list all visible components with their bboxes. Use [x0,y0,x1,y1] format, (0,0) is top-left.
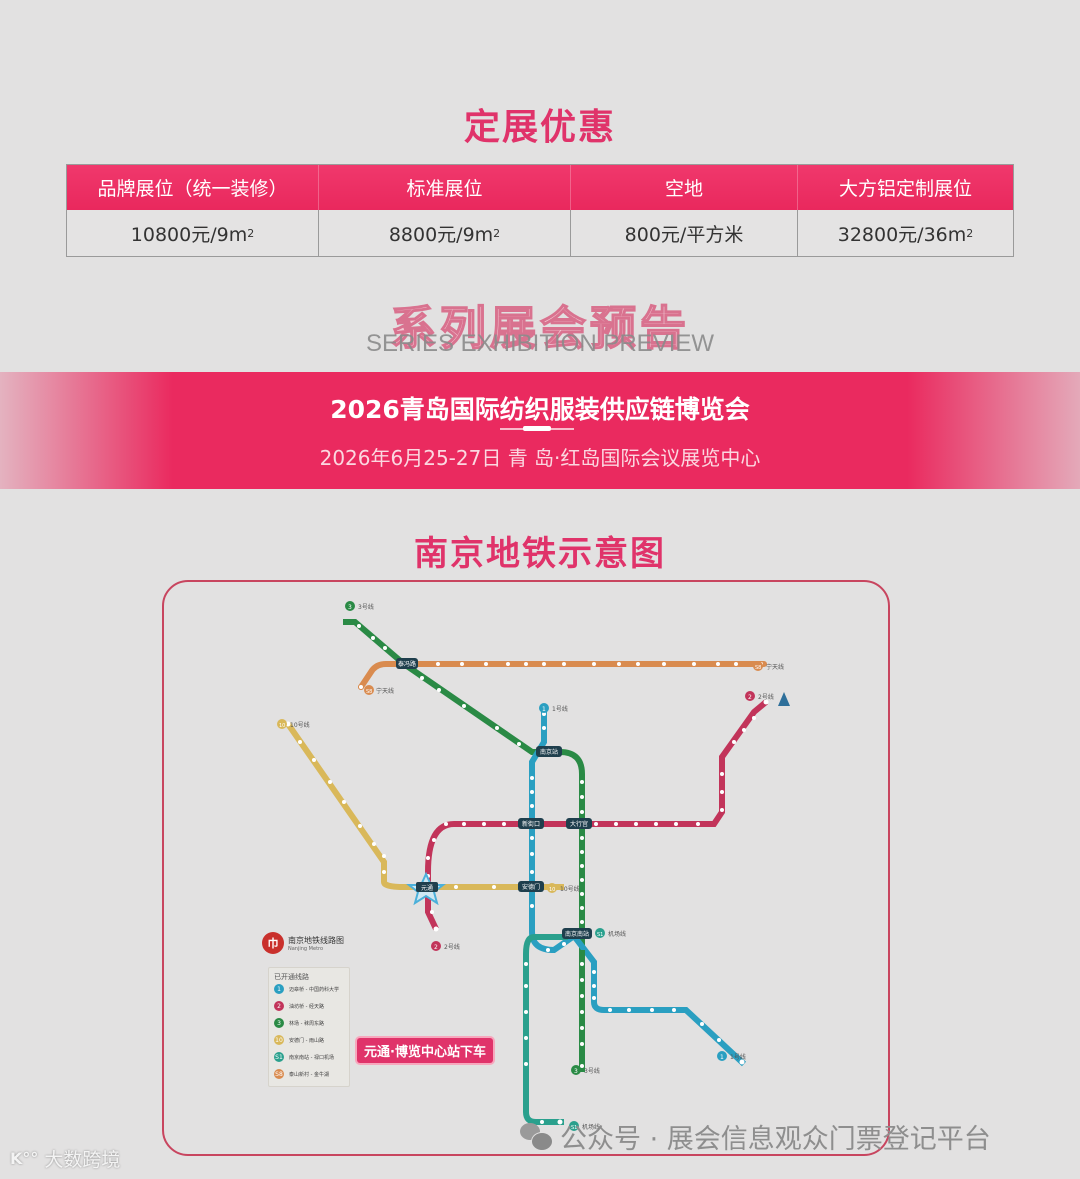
metro-logo-icon: 巾 [262,932,284,954]
metro-map-frame: 泰冯路 南京站 新街口 大行宫 安德门 南京南站 元通 3 3号线 S8 宁天线 S… [162,580,890,1156]
wechat-watermark-text: 公众号 · 展会信息观众门票登记平台 [560,1124,991,1155]
svg-text:S1: S1 [597,932,603,938]
series-title-en: SERIES EXHIBITION PREVIEW [365,330,715,357]
legend-row-line-3: 3 林场 - 秣周东路 [274,1018,324,1028]
svg-text:10: 10 [279,723,285,729]
line-10 [285,722,564,890]
svg-text:2号线: 2号线 [444,943,460,951]
line-3 [343,619,585,1070]
yuantong-callout: 元通·博览中心站下车 [357,1038,493,1063]
banner-subtitle: 2026年6月25-27日 青 岛·红岛国际会议展览中心 [319,446,761,470]
svg-text:机场线: 机场线 [582,1123,600,1131]
svg-text:宁天线: 宁天线 [376,687,394,695]
legend-label: 迈皋桥 - 中国药科大学 [289,986,339,993]
line-2 [425,699,768,931]
svg-text:宁天线: 宁天线 [766,663,784,671]
legend-row-line-2: 2 油坊桥 - 经天路 [274,1001,324,1011]
price-unit-sup: 2 [493,226,501,240]
svg-text:S8: S8 [755,665,761,671]
price-value: 800元/平方米 [624,223,744,246]
col-header-raw-space: 空地 [571,165,798,210]
price-value: 8800元/9m [388,223,494,246]
legend-label: 安德门 - 雨山路 [289,1037,324,1044]
line-s8 [358,661,767,690]
legend-row-line-s8: S8 泰山新村 - 金牛湖 [274,1069,329,1079]
brand-watermark-text: 大数跨境 [44,1149,121,1171]
svg-text:1: 1 [542,706,546,713]
svg-text:2: 2 [434,944,438,951]
logo-title: 南京地铁线路图 [288,935,344,945]
legend-title: 已开通线路 [274,973,309,981]
svg-text:2: 2 [748,694,752,701]
svg-text:S8: S8 [366,689,372,695]
svg-text:10号线: 10号线 [560,885,580,893]
svg-text:3: 3 [348,604,352,611]
svg-text:3号线: 3号线 [584,1067,600,1075]
price-unit-sup: 2 [966,226,974,240]
map-title: 南京地铁示意图 [414,534,666,574]
price-unit-sup: 2 [247,226,255,240]
legend-label: 泰山新村 - 金牛湖 [289,1071,329,1078]
legend-row-line-10: 10 安德门 - 雨山路 [274,1035,324,1045]
line-2-badge: 2 [274,1001,284,1011]
station-taifeng: 泰冯路 [398,660,416,668]
price-raw-space: 800元/平方米 [571,210,798,256]
series-title-cn: 系列展会预告 [389,300,690,356]
legend-label: 南京南站 - 禄口机场 [289,1054,334,1061]
wechat-icon [520,1122,553,1151]
svg-text:机场线: 机场线 [608,930,626,938]
banner-divider [500,426,574,431]
station-xinjiekou: 新街口 [522,820,540,828]
price-value: 32800元/36m [837,223,967,246]
svg-text:1号线: 1号线 [552,705,568,713]
line-s1-badge: S1 [274,1052,284,1062]
compass-north-icon [778,692,790,706]
svg-text:3: 3 [574,1068,578,1075]
col-header-standard-booth: 标准展位 [319,165,571,210]
col-header-brand-booth: 品牌展位（统一装修） [67,165,319,210]
line-s1 [523,934,568,1125]
svg-text:1: 1 [720,1054,724,1061]
legend-row-line-s1: S1 南京南站 - 禄口机场 [274,1052,334,1062]
price-value: 10800元/9m [130,223,248,246]
brand-watermark: K°° 大数跨境 [10,1145,120,1172]
svg-text:S1: S1 [571,1125,577,1131]
svg-text:元通: 元通 [421,884,433,892]
svg-text:10号线: 10号线 [290,721,310,729]
svg-text:3号线: 3号线 [358,603,374,611]
station-nanjing-south: 南京南站 [565,930,589,938]
brand-logo-icon: K°° [10,1149,39,1168]
svg-text:2号线: 2号线 [758,693,774,701]
banner-title: 2026青岛国际纺织服装供应链博览会 [330,395,750,424]
station-andemen: 安德门 [522,883,540,891]
promo-title: 定展优惠 [463,107,616,148]
exhibition-banner: 2026青岛国际纺织服装供应链博览会 2026年6月25-27日 青 岛·红岛国… [0,372,1080,489]
line-10-badge: 10 [274,1035,284,1045]
logo-subtitle: Nanjing Metro [288,945,324,952]
station-daxinggong: 大行宫 [570,820,588,828]
line-3-badge: 3 [274,1018,284,1028]
station-nanjing: 南京站 [540,748,558,756]
line-s8-badge: S8 [274,1069,284,1079]
legend-row-line-1: 1 迈皋桥 - 中国药科大学 [274,984,339,994]
svg-text:10: 10 [549,887,555,893]
wechat-watermark: 公众号 · 展会信息观众门票登记平台 [520,1117,991,1156]
col-header-custom-booth: 大方铝定制展位 [798,165,1013,210]
legend-label: 油坊桥 - 经天路 [289,1003,324,1010]
legend-label: 林场 - 秣周东路 [289,1020,324,1027]
svg-text:1号线: 1号线 [730,1053,746,1061]
nanjing-metro-logo: 巾 南京地铁线路图 Nanjing Metro [262,932,344,954]
metro-map: 泰冯路 南京站 新街口 大行宫 安德门 南京南站 元通 3 3号线 S8 宁天线 S… [277,601,790,1131]
yuantong-star-icon: 元通 [406,871,446,906]
line-legend: 已开通线路 1 迈皋桥 - 中国药科大学 2 油坊桥 - 经天路 3 林场 - 秣周东… [268,967,350,1087]
line-1-badge: 1 [274,984,284,994]
